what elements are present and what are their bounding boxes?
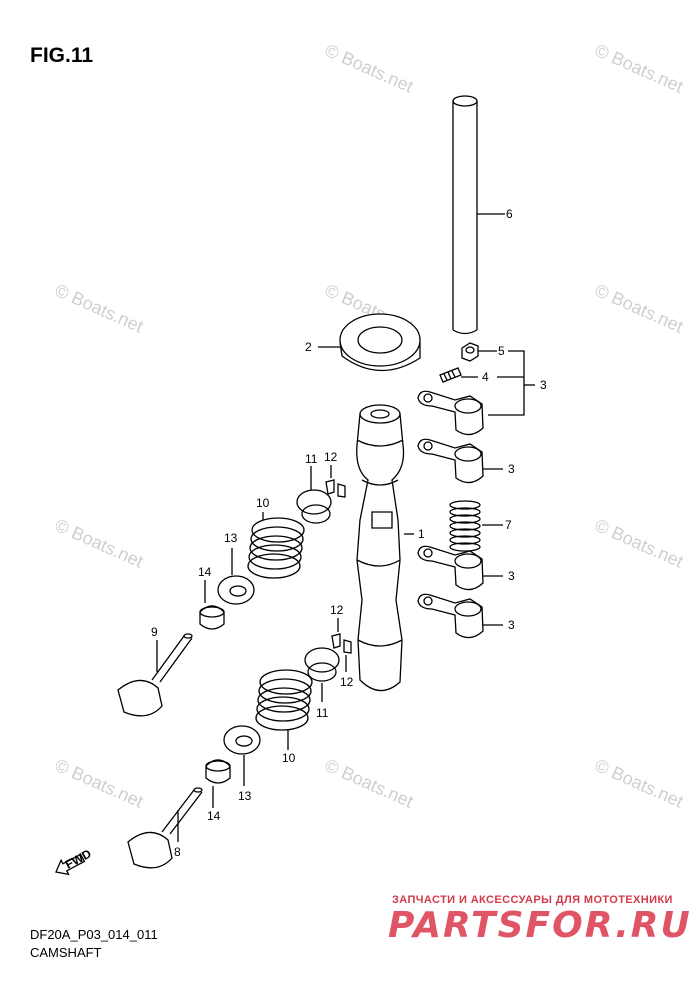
figure-code: DF20A_P03_014_011 (30, 927, 158, 942)
figure-title: FIG.11 (30, 44, 94, 67)
part-1-camshaft (356, 404, 414, 692)
callout-4: 4 (482, 370, 489, 384)
part-11-retainer (296, 466, 332, 524)
callout-1: 1 (418, 527, 425, 541)
callout-14: 14 (207, 809, 221, 823)
callout-6: 6 (506, 207, 513, 221)
callout-11: 11 (305, 452, 318, 466)
callout-7: 7 (505, 518, 512, 532)
part-3-rocker-arm (417, 593, 503, 639)
callout-3: 3 (540, 378, 547, 392)
fwd-label: FWD (63, 846, 94, 871)
part-2-oil-seal (318, 313, 421, 372)
bracket-3 (488, 350, 525, 416)
part-13-washer (223, 725, 261, 786)
part-6-tube (452, 95, 505, 335)
part-12-cotter (331, 618, 352, 672)
part-7-spring (449, 500, 503, 552)
callout-10: 10 (282, 751, 296, 765)
part-5-nut (461, 342, 497, 362)
part-13-washer (217, 548, 255, 605)
callout-12: 12 (330, 603, 344, 617)
part-14-stem-seal (199, 580, 225, 630)
callout-12: 12 (324, 450, 338, 464)
fwd-arrow-icon: FWD (55, 846, 94, 876)
callout-10: 10 (256, 496, 270, 510)
part-10-valve-spring (255, 669, 313, 750)
part-4-adjusting-screw (439, 367, 478, 383)
callout-3: 3 (508, 618, 515, 632)
callout-9: 9 (151, 625, 158, 639)
callout-11: 11 (316, 706, 329, 720)
part-3-rocker-arm (417, 545, 503, 591)
shop-logo: PARTSFOR.RU (388, 905, 692, 946)
callout-13: 13 (238, 789, 252, 803)
part-8-valve (127, 787, 203, 869)
part-12-cotter (325, 465, 346, 498)
callout-5: 5 (498, 344, 505, 358)
callout-8: 8 (174, 845, 181, 859)
part-10-valve-spring (247, 512, 305, 579)
callout-13: 13 (224, 531, 238, 545)
part-14-stem-seal (205, 759, 231, 808)
part-11-retainer (304, 647, 340, 702)
shop-tagline: ЗАПЧАСТИ И АКСЕССУАРЫ ДЛЯ МОТОТЕХНИКИ (392, 894, 673, 906)
part-3-rocker-arm (417, 438, 503, 484)
callout-14: 14 (198, 565, 212, 579)
callout-3: 3 (508, 462, 515, 476)
part-3-rocker-arm (417, 390, 484, 436)
part-9-valve (117, 633, 193, 717)
callout-12: 12 (340, 675, 354, 689)
figure-caption: CAMSHAFT (30, 945, 102, 960)
callout-2: 2 (305, 340, 312, 354)
callout-3: 3 (508, 569, 515, 583)
